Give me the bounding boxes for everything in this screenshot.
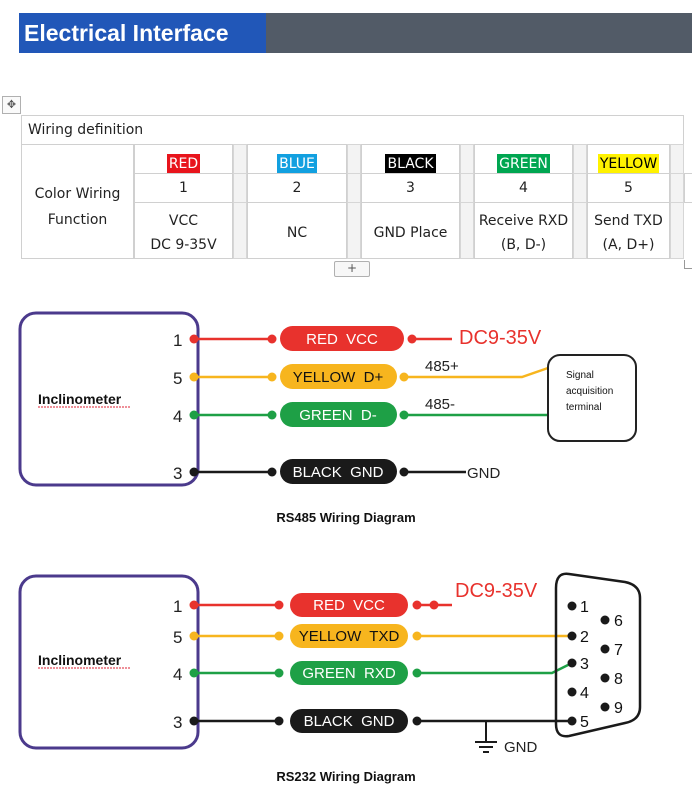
pin-number: 5 [624, 180, 633, 196]
header-title-background [19, 13, 266, 53]
table-resize-handle[interactable] [684, 260, 692, 269]
terminal-label-line3: terminal [566, 402, 602, 413]
db9-pin-2: 2 [580, 629, 589, 646]
row-label-line1: Color Wiring [34, 186, 121, 202]
rs485-device-label: Inclinometer [38, 391, 122, 407]
rs485-pill-green: GREEN D- [299, 407, 377, 424]
rs232-pin-5: 5 [173, 628, 182, 647]
color-tag-green: GREEN [497, 154, 550, 174]
color-tag-black: BLACK [385, 154, 436, 174]
rs485-d-plus-label: 485+ [425, 358, 459, 375]
rs485-supply-label: DC9-35V [459, 327, 542, 349]
rs232-green-wire: GREEN RXD [189, 661, 573, 685]
rs232-pin-1: 1 [173, 597, 182, 616]
rs232-gnd-label: GND [504, 739, 538, 756]
function-line2: DC 9-35V [150, 237, 217, 253]
terminal-label-line2: acquisition [566, 386, 613, 397]
color-cell-green: GREEN [474, 144, 573, 174]
db9-pin-5: 5 [580, 714, 589, 731]
db9-pin-3: 3 [580, 656, 589, 673]
rs232-pill-yellow: YELLOW TXD [299, 628, 400, 645]
color-tag-red: RED [166, 154, 201, 174]
function-cell: Receive RXD (B, D-) [474, 202, 573, 259]
add-row-button[interactable]: + [334, 261, 370, 277]
db9-pin-7: 7 [614, 642, 623, 659]
signal-terminal-box [547, 354, 637, 442]
function-line1: NC [286, 225, 308, 241]
column-separator [347, 202, 361, 259]
db9-pin-1: 1 [580, 599, 589, 616]
color-cell-red: RED [134, 144, 233, 174]
rs232-pill-green: GREEN RXD [302, 665, 396, 682]
db9-pin-9: 9 [614, 700, 623, 717]
color-tag-blue: BLUE [277, 154, 317, 174]
column-separator [573, 202, 587, 259]
rs485-caption: RS485 Wiring Diagram [276, 510, 415, 525]
table-edge-marker [684, 173, 692, 203]
rs232-caption: RS232 Wiring Diagram [276, 769, 415, 784]
pin-number: 1 [179, 180, 188, 196]
function-cell: Send TXD (A, D+) [587, 202, 670, 259]
function-line2: (A, D+) [602, 237, 655, 253]
rs232-pill-red: RED VCC [313, 597, 385, 614]
rs485-d-minus-label: 485- [425, 396, 455, 413]
function-line1: Send TXD [594, 213, 663, 229]
pin-number: 4 [519, 180, 528, 196]
rs232-device-label: Inclinometer [38, 652, 122, 668]
rs485-pill-yellow: YELLOW D+ [293, 369, 384, 386]
db9-pin-4: 4 [580, 685, 589, 702]
rs232-black-wire: BLACK GND GND [189, 709, 572, 756]
rs485-device-box [18, 311, 200, 487]
page-title: Electrical Interface [24, 20, 229, 46]
db9-pin-8: 8 [614, 671, 623, 688]
function-line1: VCC [168, 213, 199, 229]
column-separator [670, 202, 684, 259]
rs232-yellow-wire: YELLOW TXD [189, 624, 572, 648]
db9-pin-6: 6 [614, 613, 623, 630]
column-separator [460, 202, 474, 259]
rs232-pill-black: BLACK GND [304, 713, 395, 730]
row-label-line2: Function [47, 212, 108, 228]
function-line2: (B, D-) [500, 237, 547, 253]
table-title: Wiring definition [28, 122, 144, 138]
rs232-device-box [18, 574, 200, 750]
function-line1: Receive RXD [478, 213, 569, 229]
rs485-green-wire: GREEN D- 485- [189, 396, 548, 427]
rs232-pin-4: 4 [173, 665, 182, 684]
rs485-pin-1: 1 [173, 331, 182, 350]
function-cell: NC [247, 202, 347, 259]
function-line1: GND Place [373, 225, 448, 241]
rs485-pin-4: 4 [173, 407, 182, 426]
rs485-pin-5: 5 [173, 369, 182, 388]
pin-number: 3 [406, 180, 415, 196]
function-cell: VCC DC 9-35V [134, 202, 233, 259]
rs232-diagram: Inclinometer 1 5 4 3 RED VCC DC9-35V YEL… [18, 572, 642, 784]
pin-number: 2 [292, 180, 302, 196]
table-move-handle-icon[interactable]: ✥ [2, 96, 21, 114]
rs485-pin-3: 3 [173, 464, 182, 483]
column-separator [233, 202, 247, 259]
rs232-pin-3: 3 [173, 713, 182, 732]
terminal-label-line1: Signal [566, 370, 594, 381]
rs485-gnd-label: GND [467, 465, 501, 482]
rs485-black-wire: BLACK GND GND [189, 459, 501, 484]
rs485-pill-black: BLACK GND [293, 464, 384, 481]
rs485-yellow-wire: YELLOW D+ 485+ [189, 358, 549, 389]
db9-pins: 1 2 3 4 5 6 7 8 9 [567, 599, 623, 731]
db9-connector-icon [554, 572, 642, 738]
color-tag-yellow: YELLOW [597, 154, 660, 174]
rs232-red-wire: RED VCC DC9-35V [189, 580, 538, 617]
row-label-cell: Color Wiring Function [21, 144, 134, 259]
rs232-supply-label: DC9-35V [455, 580, 538, 602]
rs485-red-wire: RED VCC DC9-35V [189, 326, 542, 351]
rs485-diagram: Inclinometer 1 5 4 3 RED VCC DC9-35V YEL… [18, 311, 637, 525]
function-cell: GND Place [361, 202, 460, 259]
rs485-pill-red: RED VCC [306, 331, 378, 348]
